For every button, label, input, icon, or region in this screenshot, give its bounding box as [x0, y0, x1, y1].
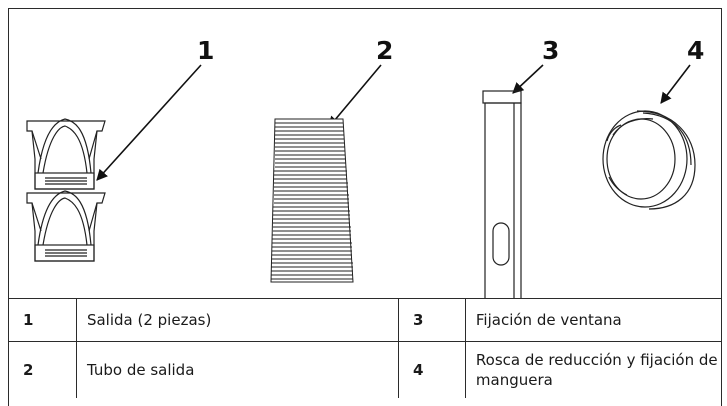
- outlet-piece-bottom: [26, 190, 106, 262]
- exhaust-hose: [270, 118, 354, 283]
- window-slider: [482, 90, 522, 298]
- leader-line-3: [512, 64, 544, 94]
- legend-row: 1 Salida (2 piezas) 3 Fijación de ventan…: [9, 298, 721, 342]
- leader-line-2: [328, 64, 382, 128]
- parts-figure: 1 2 3 4: [8, 8, 722, 406]
- legend-row: 2 Tubo de salida 4 Rosca de reducción y …: [9, 341, 721, 398]
- callout-1: 1: [197, 36, 214, 65]
- legend-number: 4: [397, 341, 466, 398]
- legend-number: 3: [397, 298, 466, 342]
- leader-line-4: [660, 64, 691, 104]
- parts-legend-table: 1 Salida (2 piezas) 3 Fijación de ventan…: [9, 298, 721, 398]
- callout-3: 3: [542, 36, 559, 65]
- legend-description: Salida (2 piezas): [75, 298, 399, 342]
- legend-description: Rosca de reducción y fijación de manguer…: [464, 341, 721, 398]
- callout-2: 2: [376, 36, 393, 65]
- legend-number: 1: [9, 298, 77, 342]
- callout-4: 4: [687, 36, 704, 65]
- leader-line-1: [96, 64, 202, 181]
- reducer-ring: [602, 110, 696, 210]
- legend-description: Fijación de ventana: [464, 298, 721, 342]
- legend-number: 2: [9, 341, 77, 398]
- parts-illustration: 1 2 3 4: [26, 36, 704, 298]
- outlet-piece-top: [26, 118, 106, 190]
- legend-description: Tubo de salida: [75, 341, 399, 398]
